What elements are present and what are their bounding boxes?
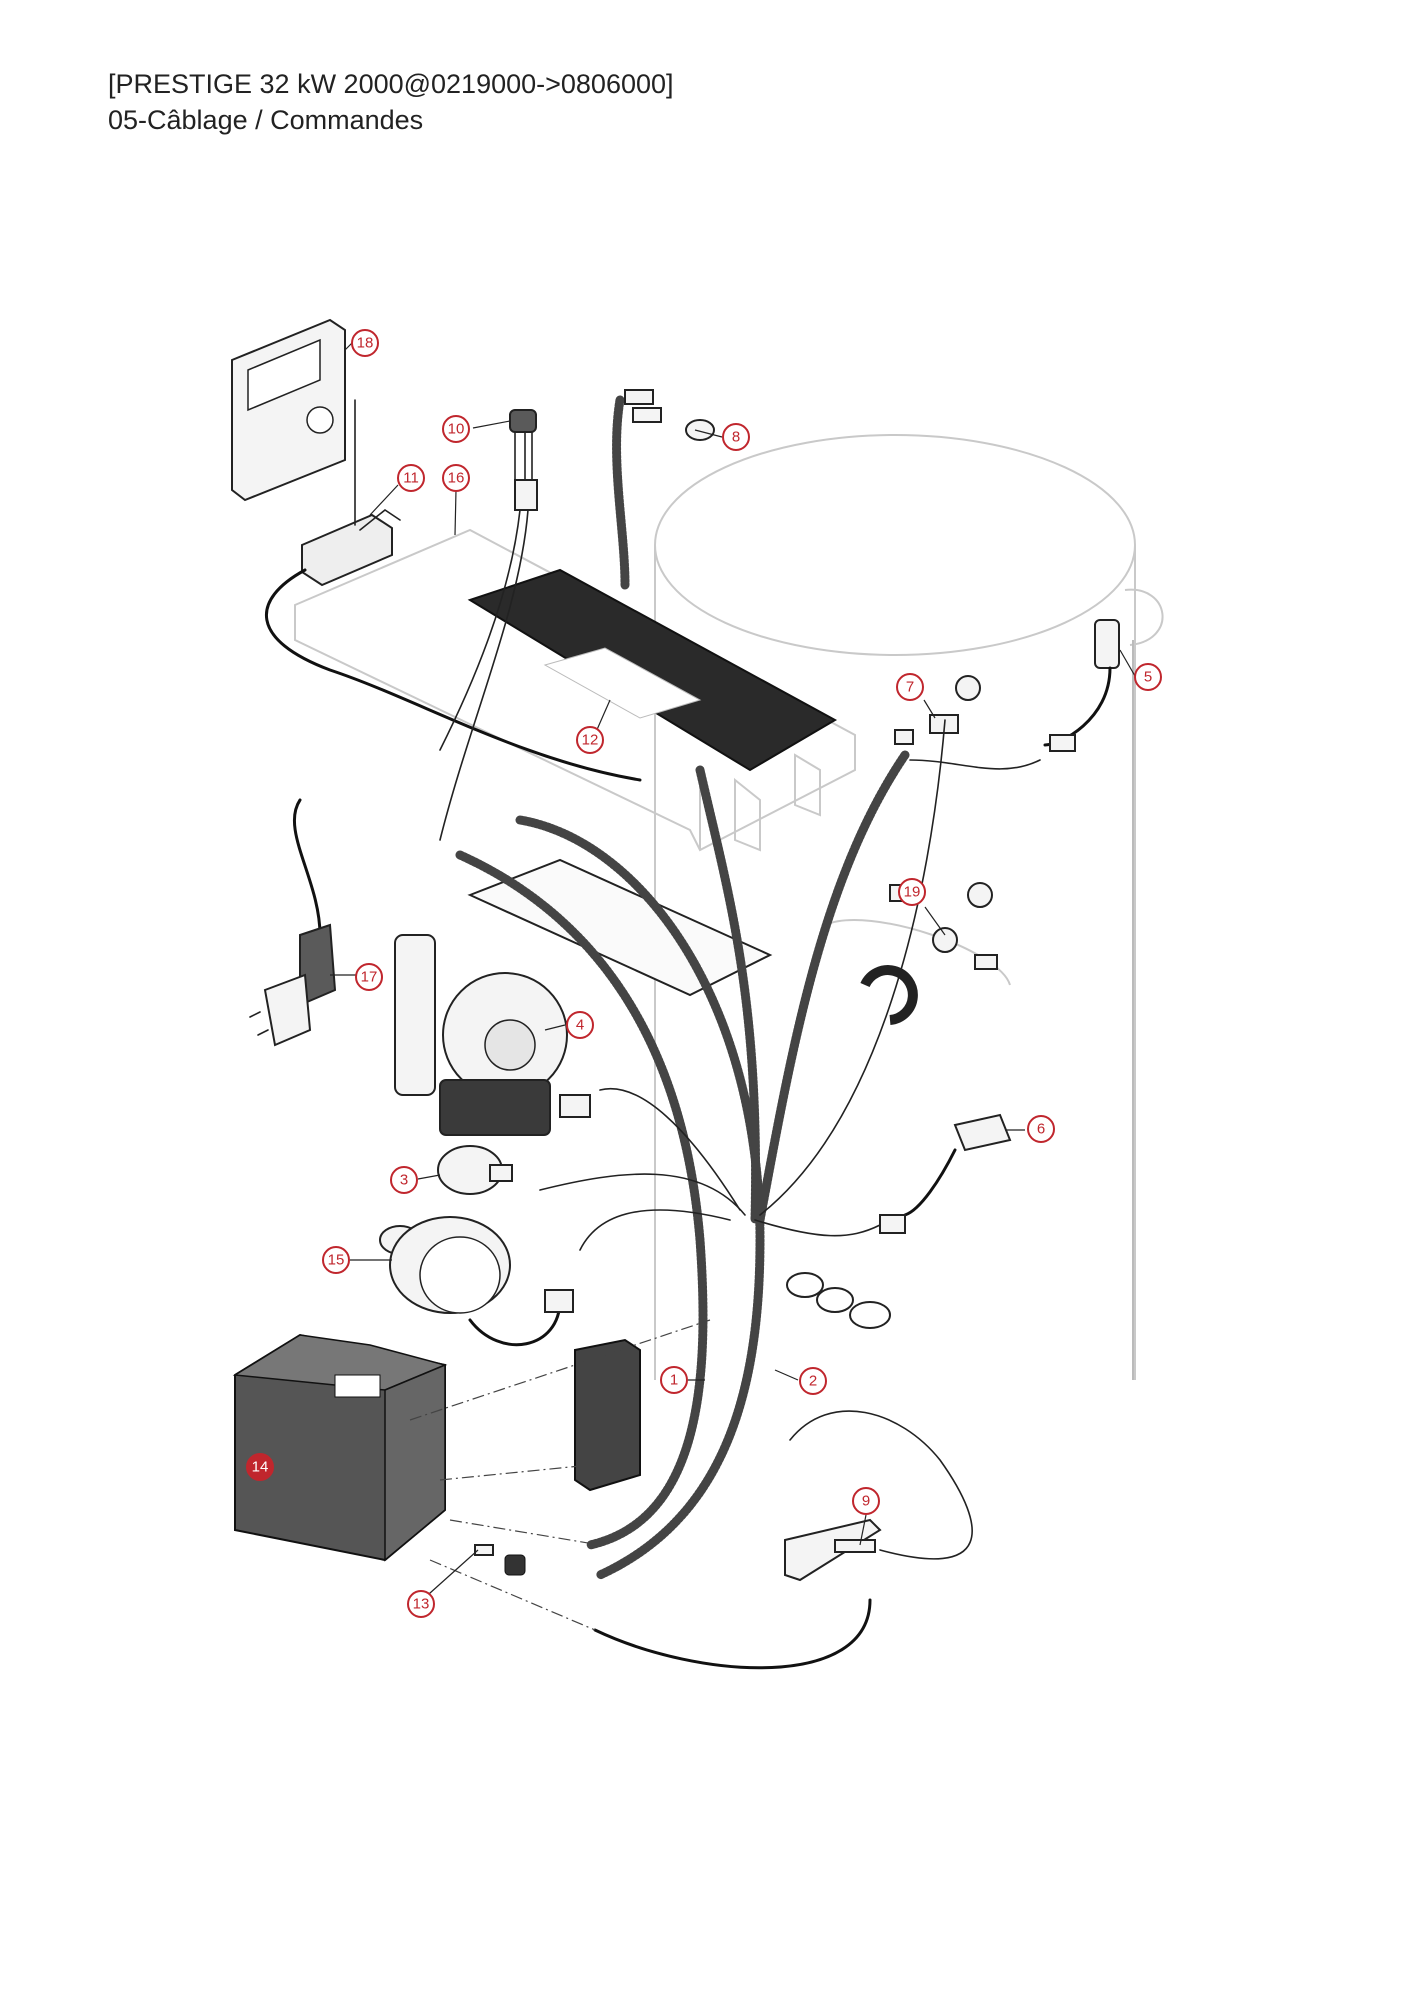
svg-text:15: 15 xyxy=(328,1252,345,1269)
switch-part xyxy=(509,409,538,511)
svg-text:19: 19 xyxy=(904,884,921,901)
connector-13 xyxy=(474,1544,526,1576)
sensor-5 xyxy=(1043,619,1120,752)
svg-text:2: 2 xyxy=(809,1373,817,1390)
page-title: [PRESTIGE 32 kW 2000@0219000->0806000] xyxy=(108,69,674,99)
svg-text:4: 4 xyxy=(576,1017,584,1034)
pressure-sensor xyxy=(437,1145,513,1195)
electrode xyxy=(784,1518,882,1582)
callout-4: 4 xyxy=(566,1011,594,1039)
pump xyxy=(394,934,591,1136)
sensor-6 xyxy=(879,1113,1012,1234)
alignment-lines xyxy=(409,1319,711,1631)
callout-1: 1 xyxy=(660,1366,688,1394)
svg-text:17: 17 xyxy=(361,969,378,986)
page-subtitle: 05-Câblage / Commandes xyxy=(108,105,424,135)
svg-text:7: 7 xyxy=(906,679,914,696)
svg-text:13: 13 xyxy=(413,1596,430,1613)
page-header: [PRESTIGE 32 kW 2000@0219000->0806000] 0… xyxy=(108,66,674,138)
control-panel-housing xyxy=(294,528,856,852)
callout-3: 3 xyxy=(390,1166,418,1194)
callout-7: 7 xyxy=(896,673,924,701)
callout-17: 17 xyxy=(355,963,383,991)
svg-text:8: 8 xyxy=(732,429,740,446)
callout-16: 16 xyxy=(442,464,470,492)
callout-19: 19 xyxy=(898,878,926,906)
callout-9: 9 xyxy=(852,1487,880,1515)
svg-text:14: 14 xyxy=(252,1459,269,1476)
svg-text:6: 6 xyxy=(1037,1121,1045,1138)
callout-6: 6 xyxy=(1027,1115,1055,1143)
callout-2: 2 xyxy=(799,1367,827,1395)
control-box xyxy=(232,1333,448,1562)
svg-text:1: 1 xyxy=(670,1372,678,1389)
callout-5: 5 xyxy=(1134,663,1162,691)
svg-text:3: 3 xyxy=(400,1172,408,1189)
callout-8: 8 xyxy=(722,423,750,451)
callout-18: 18 xyxy=(351,329,379,357)
callout-10: 10 xyxy=(442,415,470,443)
sensor-top xyxy=(612,389,715,590)
callout-14: 14 xyxy=(246,1453,274,1481)
callout-15: 15 xyxy=(322,1246,350,1274)
cable-clips xyxy=(786,1272,891,1329)
room-thermostat xyxy=(231,318,346,502)
gas-valve-motor xyxy=(379,1216,574,1347)
svg-text:5: 5 xyxy=(1144,669,1152,686)
svg-text:12: 12 xyxy=(582,732,599,749)
callout-13: 13 xyxy=(407,1590,435,1618)
power-plug xyxy=(249,798,337,1047)
svg-text:11: 11 xyxy=(403,470,419,487)
callout-11: 11 xyxy=(397,464,425,492)
callout-12: 12 xyxy=(576,726,604,754)
radio-receiver xyxy=(301,399,401,587)
svg-text:16: 16 xyxy=(448,470,465,487)
leader-lines xyxy=(330,342,1136,1603)
ignition-module xyxy=(574,1338,641,1492)
svg-text:9: 9 xyxy=(862,1493,870,1510)
wiring-harness xyxy=(265,509,1041,1670)
svg-text:10: 10 xyxy=(448,421,465,438)
svg-text:18: 18 xyxy=(357,335,374,352)
